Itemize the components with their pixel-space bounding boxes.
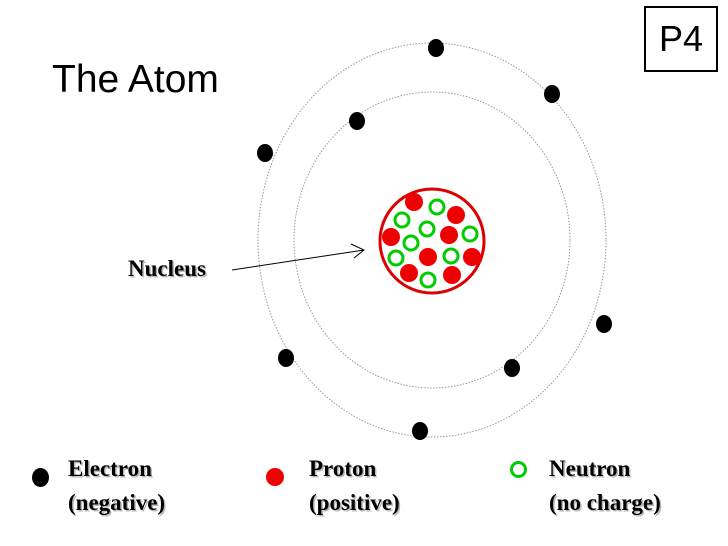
proton bbox=[382, 228, 400, 246]
neutron-legend-icon bbox=[510, 461, 527, 478]
legend-name: Proton bbox=[309, 452, 400, 486]
legend-entry-proton: Proton (positive) bbox=[309, 452, 400, 520]
legend-desc: (negative) bbox=[68, 486, 165, 520]
electron bbox=[257, 144, 273, 162]
proton bbox=[443, 266, 461, 284]
proton bbox=[419, 248, 437, 266]
proton bbox=[405, 193, 423, 211]
nucleus-pointer-arrow bbox=[232, 244, 364, 270]
electron bbox=[428, 39, 444, 57]
electron bbox=[544, 85, 560, 103]
legend-entry-neutron: Neutron (no charge) bbox=[549, 452, 661, 520]
electron bbox=[278, 349, 294, 367]
legend-desc: (no charge) bbox=[549, 486, 661, 520]
nucleus-label: Nucleus bbox=[128, 256, 206, 282]
electron bbox=[412, 422, 428, 440]
electron-legend-icon bbox=[32, 468, 49, 487]
legend-name: Neutron bbox=[549, 452, 661, 486]
proton bbox=[463, 248, 481, 266]
legend-desc: (positive) bbox=[309, 486, 400, 520]
electron bbox=[349, 112, 365, 130]
proton bbox=[400, 264, 418, 282]
nucleus bbox=[380, 189, 484, 293]
electron bbox=[504, 359, 520, 377]
legend-entry-electron: Electron (negative) bbox=[68, 452, 165, 520]
proton bbox=[440, 226, 458, 244]
proton bbox=[447, 206, 465, 224]
electron bbox=[596, 315, 612, 333]
proton-legend-icon bbox=[266, 468, 284, 486]
legend-name: Electron bbox=[68, 452, 165, 486]
